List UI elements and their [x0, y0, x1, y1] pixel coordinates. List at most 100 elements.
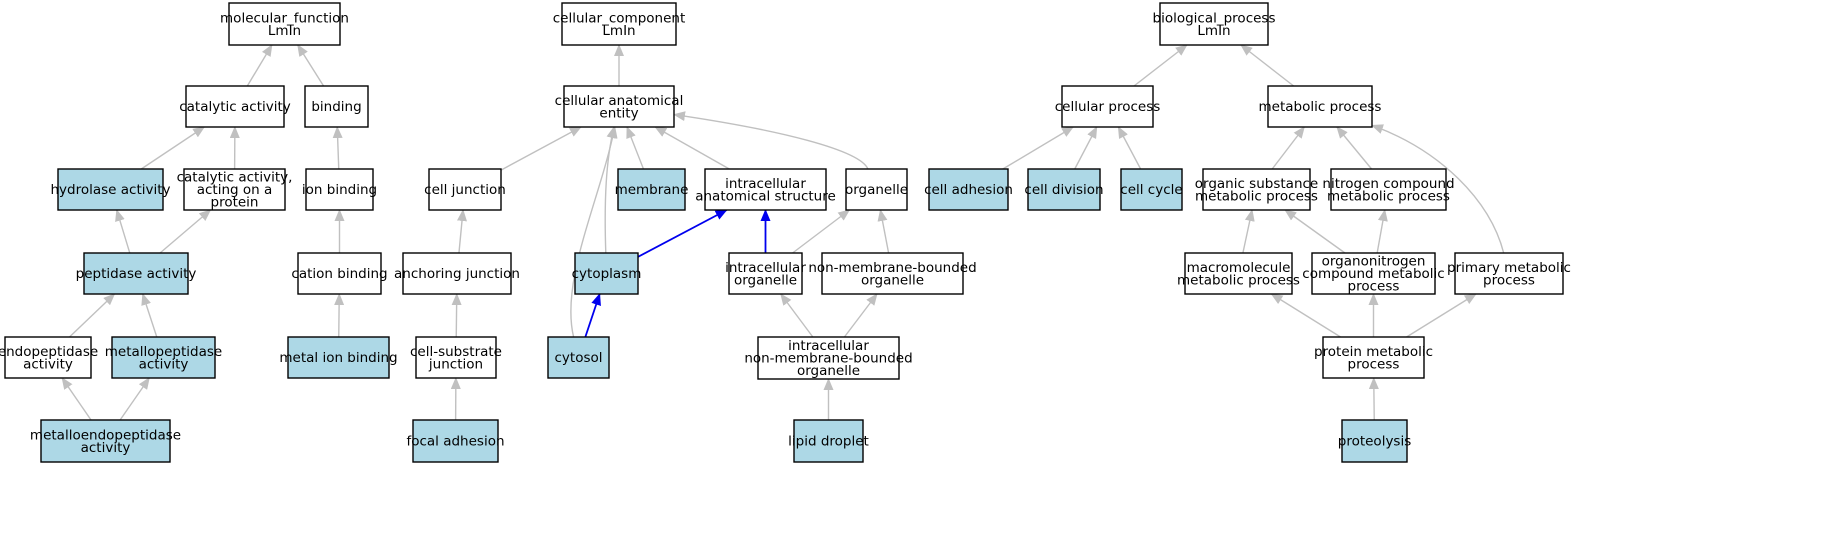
node-cellproc[interactable]: cellular process	[1055, 85, 1161, 128]
node-catalytic[interactable]: catalytic activity	[179, 85, 291, 128]
node-box[interactable]	[1322, 336, 1425, 379]
node-box[interactable]	[845, 168, 908, 211]
node-box[interactable]	[287, 336, 390, 379]
node-cationbinding[interactable]: cation binding	[291, 252, 388, 295]
node-box[interactable]	[1341, 419, 1408, 463]
node-binding[interactable]: binding	[304, 85, 369, 128]
node-box[interactable]	[297, 252, 382, 295]
edge-anchoring-to-celljunction	[457, 209, 467, 254]
node-label: metalloendopeptidase	[30, 427, 181, 443]
edge-hydrolase-to-catalytic	[140, 126, 206, 170]
node-box[interactable]	[1184, 252, 1293, 295]
edge-binding-to-mf	[297, 44, 325, 87]
node-box[interactable]	[617, 168, 686, 211]
node-focal[interactable]: focal adhesion	[406, 419, 505, 463]
node-box[interactable]	[1311, 252, 1436, 295]
node-box[interactable]	[1120, 168, 1183, 211]
node-celladh[interactable]: cell adhesion	[924, 168, 1013, 211]
node-lipid[interactable]: lipid droplet	[788, 419, 869, 463]
edge-orgnitro-to-ncmp	[1376, 209, 1388, 254]
node-box[interactable]	[704, 168, 827, 211]
node-box[interactable]	[1061, 85, 1154, 128]
edge-osmp-to-metabproc	[1271, 126, 1305, 170]
node-label: hydrolase activity	[50, 182, 170, 198]
edge-celljunction-to-cae	[500, 126, 582, 171]
node-label: metallopeptidase	[105, 344, 222, 360]
node-box[interactable]	[304, 85, 369, 128]
node-celljunction[interactable]: cell junction	[424, 168, 506, 211]
node-cytosol[interactable]: cytosol	[547, 336, 610, 379]
edge-protmet-to-primary	[1406, 293, 1477, 338]
node-label: organelle	[797, 363, 860, 379]
node-box[interactable]	[412, 419, 499, 463]
node-box[interactable]	[1027, 168, 1101, 211]
node-peptidase[interactable]: peptidase activity	[76, 252, 197, 295]
node-box[interactable]	[821, 252, 964, 295]
node-box[interactable]	[1202, 168, 1311, 211]
node-box[interactable]	[305, 168, 374, 211]
node-label: proteolysis	[1338, 434, 1412, 450]
node-anchoring[interactable]: anchoring junction	[394, 252, 520, 295]
node-box[interactable]	[111, 336, 216, 379]
node-inmbo[interactable]: intracellularnon-membrane-boundedorganel…	[744, 336, 913, 380]
node-box[interactable]	[574, 252, 639, 295]
node-metalion[interactable]: metal ion binding	[279, 336, 398, 379]
node-hydrolase[interactable]: hydrolase activity	[50, 168, 171, 211]
node-organelle[interactable]: organelle	[845, 168, 908, 211]
node-label: process	[1348, 356, 1400, 372]
edge-cytoplasm-to-cae	[604, 126, 617, 254]
edge-metalion-to-cationbinding	[334, 293, 345, 338]
node-box[interactable]	[728, 252, 803, 295]
node-proteolysis[interactable]: proteolysis	[1338, 419, 1412, 463]
node-metabproc[interactable]: metabolic process	[1259, 85, 1382, 128]
node-box[interactable]	[4, 336, 92, 379]
node-box[interactable]	[40, 419, 171, 463]
node-box[interactable]	[793, 419, 864, 463]
node-label: intracellular	[788, 338, 869, 354]
node-label: compound metabolic	[1302, 266, 1444, 282]
edge-catalytic-to-mf	[246, 44, 273, 87]
node-box[interactable]	[185, 85, 285, 128]
node-box[interactable]	[757, 336, 900, 380]
node-cellcycle[interactable]: cell cycle	[1120, 168, 1183, 211]
node-box[interactable]	[1330, 168, 1447, 211]
node-celldiv[interactable]: cell division	[1024, 168, 1104, 211]
node-box[interactable]	[561, 2, 677, 46]
node-box[interactable]	[183, 168, 286, 211]
node-box[interactable]	[547, 336, 610, 379]
node-box[interactable]	[428, 168, 502, 211]
node-cytoplasm[interactable]: cytoplasm	[572, 252, 642, 295]
node-box[interactable]	[228, 2, 341, 46]
node-box[interactable]	[57, 168, 164, 211]
node-box[interactable]	[1454, 252, 1564, 295]
node-box[interactable]	[1159, 2, 1269, 46]
node-box[interactable]	[415, 336, 497, 379]
node-box[interactable]	[563, 85, 675, 128]
node-ionbinding[interactable]: ion binding	[302, 168, 377, 211]
node-label: cytosol	[554, 350, 602, 366]
node-box[interactable]	[402, 252, 512, 295]
node-box[interactable]	[928, 168, 1009, 211]
node-membrane[interactable]: membrane	[615, 168, 689, 211]
node-label: membrane	[615, 182, 689, 198]
node-box[interactable]	[83, 252, 189, 295]
node-box[interactable]	[1267, 85, 1373, 128]
